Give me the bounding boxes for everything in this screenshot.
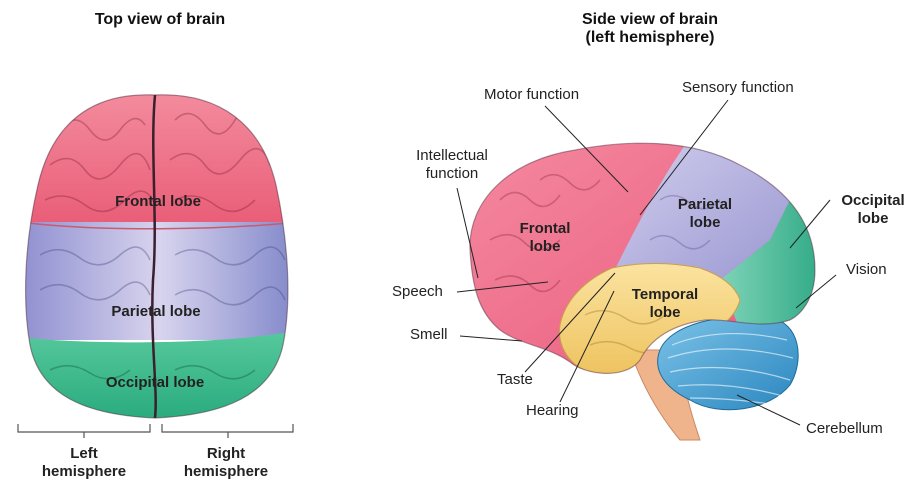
taste-label: Taste — [497, 371, 533, 389]
top-frontal-lobe-label: Frontal lobe — [98, 193, 218, 211]
top-view-title: Top view of brain — [60, 11, 260, 29]
left-hemisphere-label: Left hemisphere — [24, 445, 144, 481]
side-view-title: Side view of brain (left hemisphere) — [540, 11, 760, 47]
sensory-function-label: Sensory function — [682, 79, 794, 97]
smell-label: Smell — [410, 326, 448, 344]
vision-label: Vision — [846, 261, 887, 279]
right-hemisphere-label: Right hemisphere — [166, 445, 286, 481]
motor-function-label: Motor function — [484, 86, 579, 104]
side-temporal-lobe-label: Temporal lobe — [615, 286, 715, 322]
side-occipital-lobe-label: Occipital lobe — [828, 192, 918, 228]
cerebellum-label: Cerebellum — [806, 420, 883, 438]
intellectual-function-label: Intellectual function — [402, 147, 502, 183]
speech-label: Speech — [392, 283, 443, 301]
hemisphere-brackets — [18, 424, 293, 438]
top-parietal-region — [20, 222, 300, 340]
top-occipital-lobe-label: Occipital lobe — [90, 374, 220, 392]
side-frontal-lobe-label: Frontal lobe — [500, 220, 590, 256]
side-parietal-lobe-label: Parietal lobe — [660, 196, 750, 232]
hearing-label: Hearing — [526, 402, 579, 420]
top-parietal-lobe-label: Parietal lobe — [96, 303, 216, 321]
